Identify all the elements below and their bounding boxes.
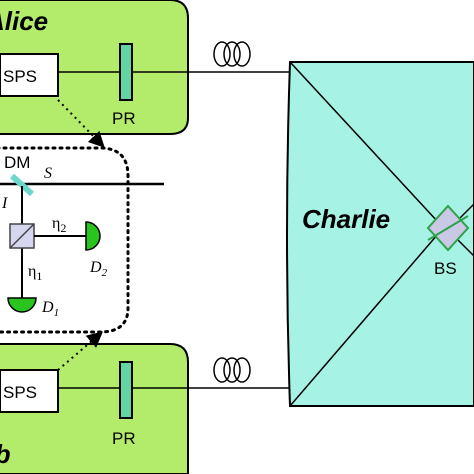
bob-label: Bob: [0, 439, 11, 469]
bs-label: BS: [434, 259, 457, 278]
charlie-beam-splitter: BS: [426, 204, 470, 278]
dm-label: DM: [4, 153, 30, 172]
bob-fiber-link: [58, 357, 290, 389]
alice-to-inset-arrow: [57, 99, 105, 148]
bob-sps-label: SPS: [3, 383, 37, 402]
bob-sps: SPS: [0, 369, 59, 413]
alice-fiber-coil-icon: [213, 41, 251, 67]
sps-detail-inset: S DM I η2 D2 η1 D1: [0, 99, 164, 371]
bob-pr: PR: [112, 361, 136, 448]
detector-d1-icon: [7, 297, 37, 313]
d2-label: D2: [89, 259, 108, 279]
bob-pr-label: PR: [112, 429, 136, 448]
inset-beam-splitter: [9, 223, 35, 249]
alice-sps: SPS: [0, 53, 59, 97]
detector-d2-icon: [85, 221, 101, 251]
charlie-box: Charlie: [286, 61, 474, 407]
alice-pr: PR: [112, 43, 136, 128]
signal-label: S: [44, 165, 52, 182]
d1-label: D1: [41, 299, 59, 319]
alice-sps-label: SPS: [3, 67, 37, 86]
alice-pr-label: PR: [112, 109, 136, 128]
charlie-output-lower: [455, 237, 474, 257]
bob-fiber-coil-icon: [213, 357, 251, 383]
idler-label: I: [1, 195, 8, 212]
charlie-lower-path: [289, 233, 439, 407]
dichroic-mirror: [9, 173, 35, 197]
alice-label: Alice: [0, 6, 48, 36]
charlie-upper-path: [289, 61, 439, 223]
eta2-label: η2: [52, 215, 66, 235]
alice-fiber-link: [58, 41, 290, 73]
alice-box: Alice: [0, 0, 189, 135]
charlie-label: Charlie: [302, 204, 390, 234]
eta1-label: η1: [28, 263, 42, 283]
